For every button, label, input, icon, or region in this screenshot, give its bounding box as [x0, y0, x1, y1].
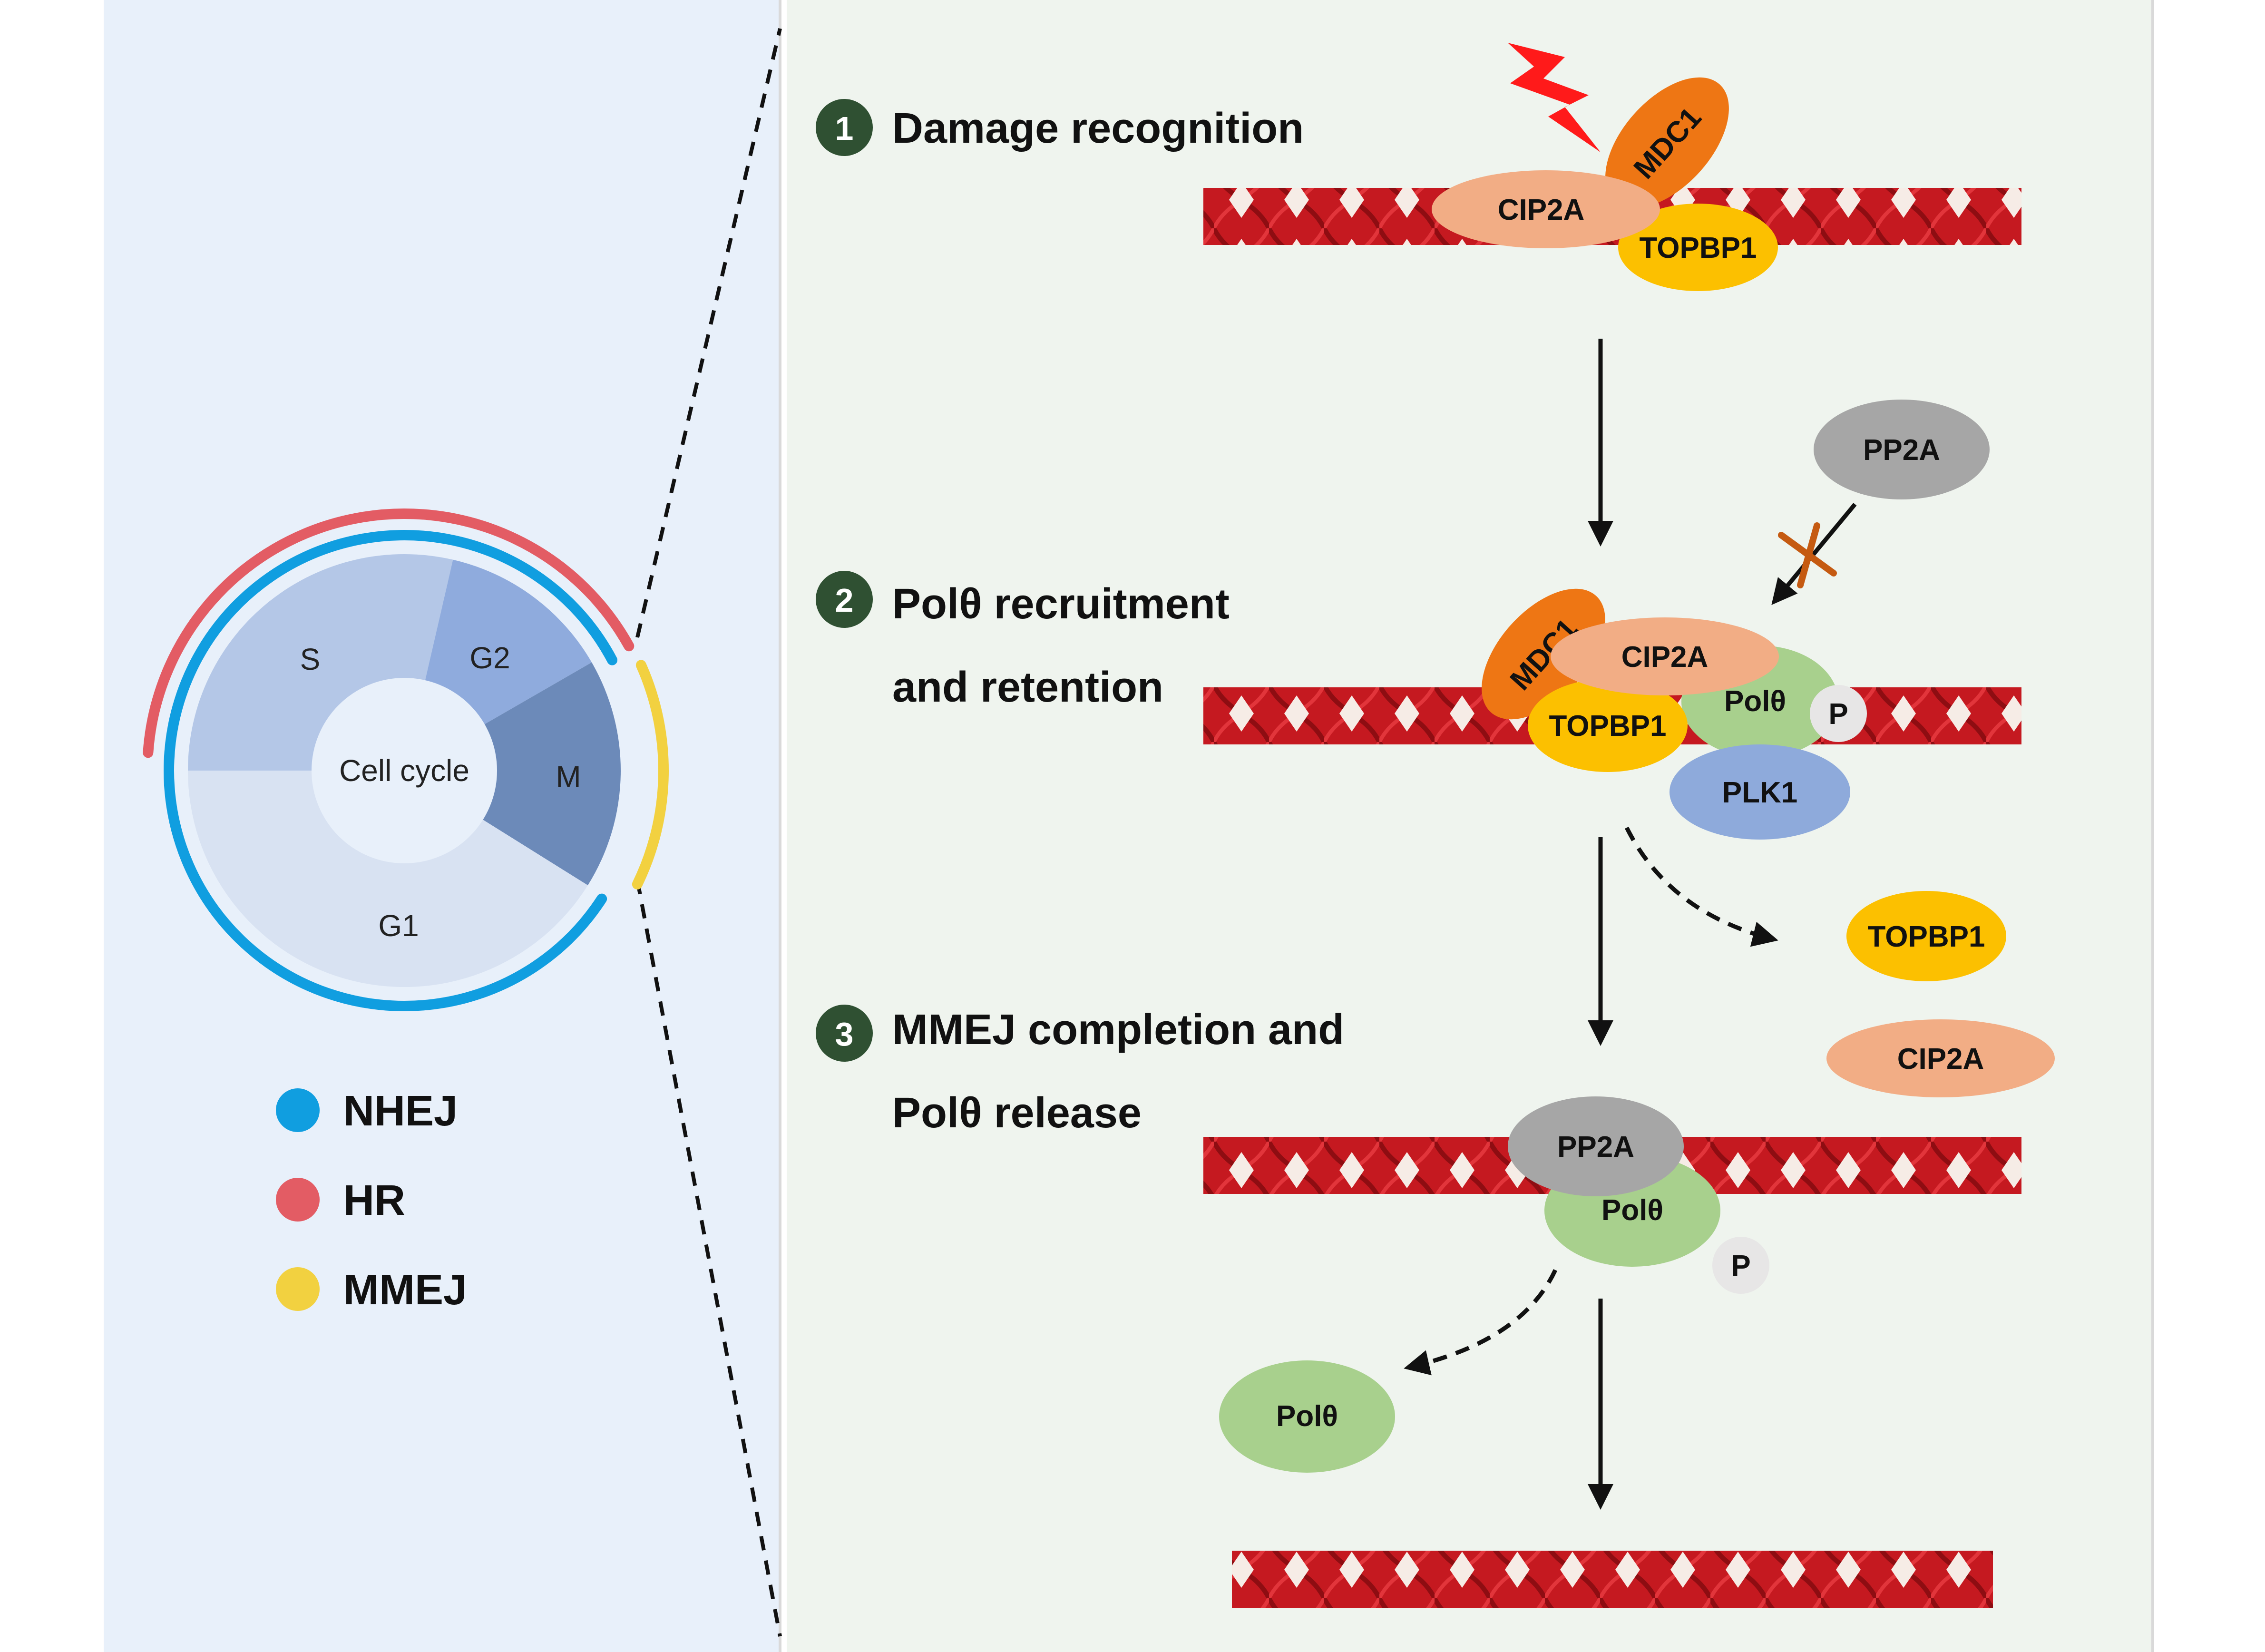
topbp1-oval-step-1: [1618, 204, 1778, 291]
mdc1-oval-step-2: [1482, 588, 1605, 720]
poltheta-label-step-2: Polθ: [1724, 685, 1786, 718]
hr-arc: [143, 508, 635, 758]
plk1-label: PLK1: [1722, 776, 1797, 809]
cell-cycle-center: [312, 678, 497, 863]
legend-label-mmej: MMEJ: [343, 1266, 467, 1314]
step-3-title-line-1: MMEJ completion and: [892, 1006, 1344, 1054]
poltheta-label-step-3: Polθ: [1601, 1194, 1663, 1227]
topbp1-label-step-1: TOPBP1: [1640, 232, 1757, 264]
zoom-line-top: [635, 28, 782, 638]
phase-label-g1: G1: [378, 909, 419, 943]
step-2-badge: [816, 571, 873, 628]
step-1-badge: [816, 99, 873, 156]
dna-strand-repaired: [1232, 1551, 1993, 1608]
cip2a-label-released: CIP2A: [1897, 1043, 1984, 1075]
arrow-pp2a-blocked: [1771, 503, 1857, 605]
phospho-p-label-step-2: P: [1828, 698, 1848, 731]
block-x-icon: [1778, 522, 1837, 588]
plk1-oval: [1669, 744, 1850, 840]
step-2-heading: 2 Polθ recruitment and retention: [816, 571, 1230, 711]
legend-item-nhej: NHEJ: [276, 1087, 458, 1135]
topbp1-oval-released: [1846, 891, 2006, 981]
step-2-complex: Polθ P PLK1 MDC1 TOPBP1 CIP2A: [1482, 588, 1867, 840]
topbp1-label-step-2: TOPBP1: [1549, 710, 1667, 743]
arrow-release-topbp1-cip2a: [1624, 826, 1778, 947]
legend: NHEJ HR MMEJ: [276, 1087, 467, 1314]
legend-swatch-mmej: [276, 1267, 320, 1311]
phospho-p-label-step-3: P: [1731, 1250, 1750, 1282]
step-3-heading: 3 MMEJ completion and Polθ release: [816, 1005, 1344, 1137]
legend-item-mmej: MMEJ: [276, 1266, 467, 1314]
legend-item-hr: HR: [276, 1177, 405, 1224]
cip2a-oval-step-1: [1432, 170, 1660, 248]
phase-label-g2: G2: [469, 641, 510, 675]
step-3-badge: [816, 1005, 873, 1062]
phase-sector-g1: [188, 771, 588, 987]
step-2-title-line-1: Polθ recruitment: [892, 580, 1230, 628]
pp2a-oval-step-2: [1814, 400, 1990, 499]
poltheta-label-released: Polθ: [1276, 1400, 1338, 1433]
poltheta-oval-released: [1219, 1360, 1395, 1473]
step-1-title: Damage recognition: [892, 105, 1304, 152]
mdc1-oval-step-1: [1605, 77, 1729, 208]
cip2a-label-step-1: CIP2A: [1498, 194, 1585, 226]
step-1-number: 1: [835, 110, 854, 147]
phase-label-s: S: [300, 642, 321, 676]
legend-label-nhej: NHEJ: [343, 1087, 458, 1135]
lightning-icon: [1508, 43, 1601, 152]
legend-label-hr: HR: [343, 1177, 405, 1224]
phase-label-m: M: [556, 760, 581, 794]
legend-swatch-hr: [276, 1178, 320, 1222]
step-1-complex: MDC1 TOPBP1 CIP2A: [1432, 43, 1778, 291]
pp2a-label-step-3: PP2A: [1557, 1131, 1634, 1163]
topbp1-oval-step-2: [1528, 679, 1688, 772]
cell-cycle-label: Cell cycle: [339, 753, 469, 788]
phospho-p-step-3: [1712, 1237, 1769, 1294]
nhej-arc: [164, 530, 618, 1011]
arrow-release-poltheta: [1404, 1269, 1558, 1376]
right-panel: [787, 0, 2152, 1652]
step-3-title-line-2: Polθ release: [892, 1089, 1142, 1137]
mmej-arc: [632, 660, 669, 890]
cell-cycle-wheel: Cell cycle S G2 M G1: [143, 508, 669, 1011]
cip2a-oval-step-2: [1551, 617, 1779, 695]
step-3-complex: Polθ PP2A P: [1508, 1096, 1769, 1294]
step-1-heading: 1 Damage recognition: [816, 99, 1304, 156]
legend-swatch-nhej: [276, 1088, 320, 1132]
topbp1-label-released: TOPBP1: [1868, 920, 1985, 953]
step-2-title-line-2: and retention: [892, 664, 1163, 711]
phase-sector-m: [404, 662, 621, 886]
step-3-number: 3: [835, 1016, 854, 1053]
cip2a-oval-released: [1826, 1019, 2055, 1097]
cip2a-label-step-2: CIP2A: [1621, 641, 1709, 674]
pp2a-oval-step-3: [1508, 1096, 1684, 1196]
phospho-p-step-2: [1810, 685, 1867, 742]
pp2a-label-step-2: PP2A: [1863, 434, 1940, 467]
zoom-line-bottom: [635, 880, 782, 1637]
step-2-number: 2: [835, 582, 854, 619]
